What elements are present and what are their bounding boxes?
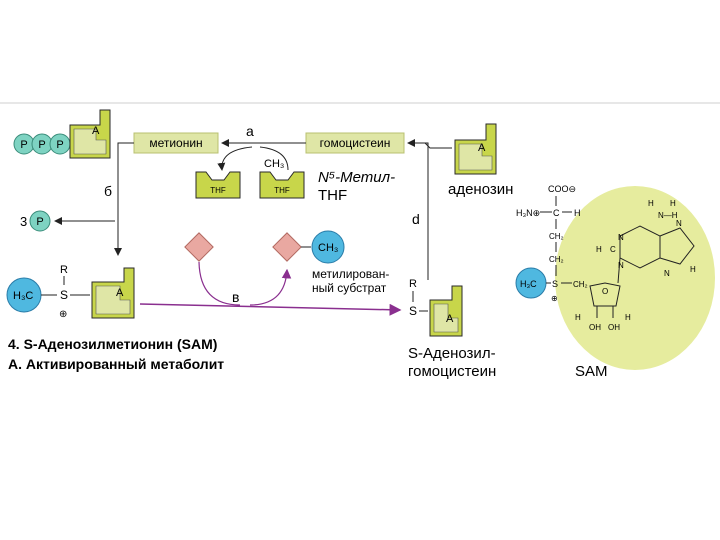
atom-label: OH <box>608 323 620 332</box>
atom-label: A <box>446 313 454 325</box>
a-label: A <box>92 125 100 137</box>
methylated-substrate-2: ный субстрат <box>312 281 387 295</box>
atom-label: O <box>602 287 608 296</box>
sam-structure: COO⊖ H₃N⊕ C H CH₂ CH₂ H₃C S ⊕ CH₂ O H H … <box>515 184 715 370</box>
atom-label: H <box>625 313 631 322</box>
atom-label: H <box>670 199 676 208</box>
atom-label: S <box>409 304 417 318</box>
p-label: P <box>36 216 43 228</box>
step-b-arrow <box>114 142 134 256</box>
p-label: P <box>56 139 63 151</box>
atom-label: CH₂ <box>549 255 564 264</box>
atom-label: N <box>618 233 624 242</box>
methionine-label: метионин <box>149 136 202 150</box>
sam-left: H₃C S R ⊕ A <box>6 264 135 320</box>
methyl-thf-label-1: N⁵-Метил- <box>318 169 395 186</box>
atp-group: P P P A <box>13 109 111 159</box>
atom-label: R <box>60 264 68 276</box>
step-v-letter: в <box>232 289 239 305</box>
sam-background <box>555 186 715 370</box>
homocysteine-label: гомоцистеин <box>320 136 391 150</box>
methylated-substrate-1: метилирован- <box>312 267 389 281</box>
adenosine-block: A <box>454 123 497 175</box>
atom-label: CH₂ <box>549 232 564 241</box>
ch3-label: CH₃ <box>318 242 338 254</box>
p-label: P <box>20 139 27 151</box>
substrate-in-arc <box>198 261 241 306</box>
atom-label: S <box>60 288 68 302</box>
atom-label: C <box>553 208 560 218</box>
atom-label: A <box>116 287 124 299</box>
atom-label: C <box>610 245 616 254</box>
atom-label: H <box>574 208 581 218</box>
atom-label: H₃C <box>13 290 33 302</box>
methyl-thf-label-2: THF <box>318 187 347 204</box>
adenosine-join <box>424 142 452 149</box>
step-a-letter: а <box>246 123 254 139</box>
step-d-arrow <box>407 139 429 280</box>
atom-label: H <box>575 313 581 322</box>
three-label: 3 <box>20 214 27 229</box>
ch3-label: CH₃ <box>264 158 284 170</box>
caption-title: 4. S-Аденозилметионин (SAM) <box>8 336 217 352</box>
caption-subtitle: А. Активированный метаболит <box>8 356 224 372</box>
sah-label-1: S-Аденозил- <box>408 345 496 362</box>
atom-label: COO⊖ <box>548 184 576 194</box>
atom-label: N <box>664 269 670 278</box>
atom-label: THF <box>210 186 226 195</box>
thf-block-left: THF <box>195 171 241 199</box>
atom-label: OH <box>589 323 601 332</box>
methyl-circle <box>311 230 345 264</box>
substrate-diamond <box>184 232 214 262</box>
atom-label: H <box>648 199 654 208</box>
step-v-arrow <box>139 303 402 316</box>
methylated-diamond <box>272 232 302 262</box>
sah-label-2: гомоцистеин <box>408 363 496 380</box>
atom-label: THF <box>274 186 290 195</box>
atom-label: S <box>552 279 558 289</box>
atom-label: CH₂ <box>573 280 588 289</box>
atom-label: N <box>676 219 682 228</box>
step-b-letter: б <box>104 183 112 199</box>
step-d-letter: d <box>412 211 420 227</box>
atom-label: ⊕ <box>551 294 558 303</box>
thf-return-arc <box>217 146 253 171</box>
sah-molecule: R S A <box>409 278 463 337</box>
atom-label: ⊕ <box>59 309 67 320</box>
atom-label: R <box>409 278 417 290</box>
sam-label: SAM <box>575 363 608 380</box>
atom-label: N—H <box>658 211 678 220</box>
atom-label: N <box>618 261 624 270</box>
p-label: P <box>38 139 45 151</box>
atom-label: H <box>596 245 602 254</box>
atom-label: H₃C <box>520 279 537 289</box>
thf-block-right: THF CH₃ <box>259 158 305 199</box>
adenosine-label: аденозин <box>448 181 513 198</box>
atom-label: A <box>478 142 486 154</box>
ch3-transfer-arc <box>259 146 289 171</box>
atom-label: H₃N⊕ <box>516 208 540 218</box>
atom-label: H <box>690 265 696 274</box>
pi-group: 3 P <box>20 210 51 232</box>
substrate-out-arc <box>249 268 292 306</box>
